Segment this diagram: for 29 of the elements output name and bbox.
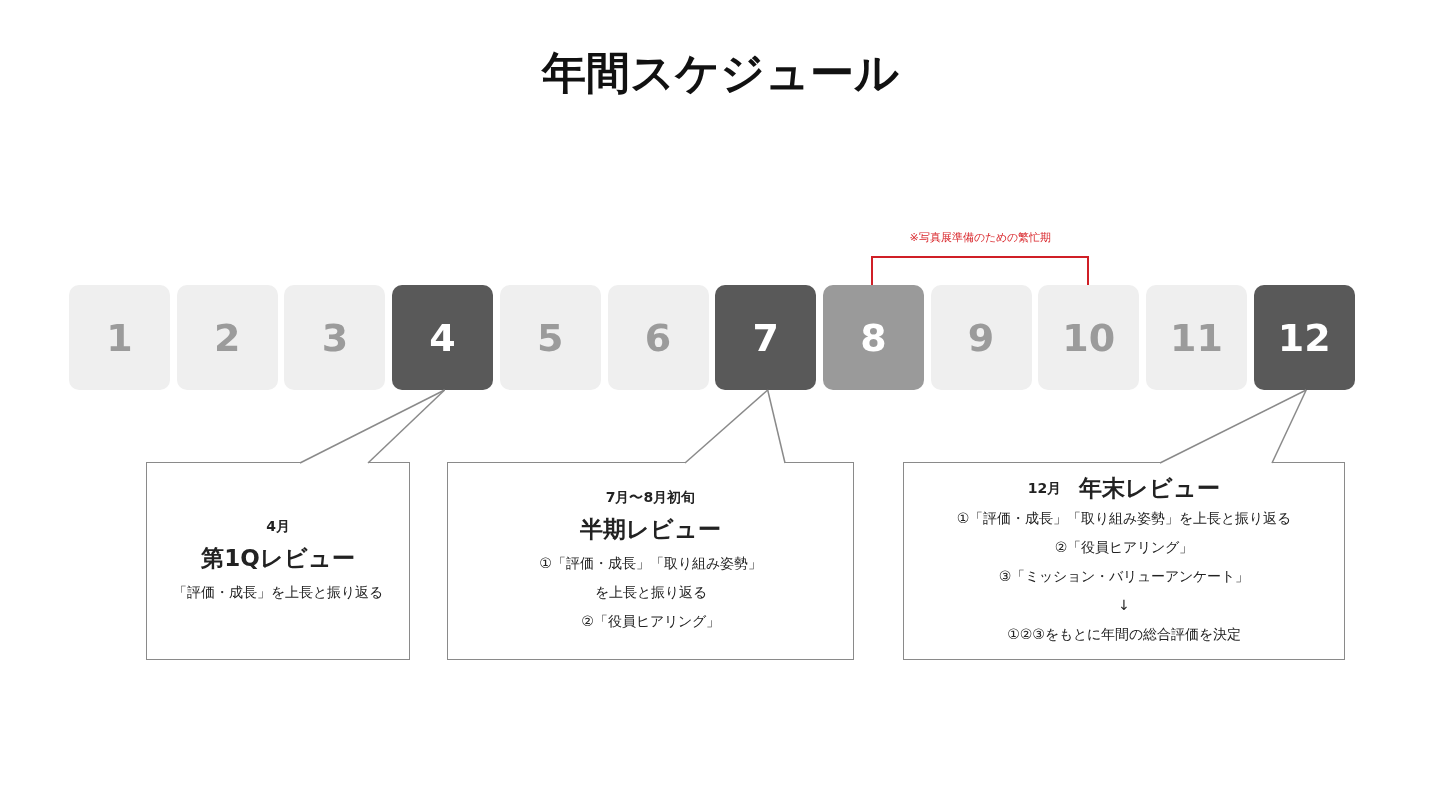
review-heading: 第1Qレビュー (201, 544, 355, 573)
review-item: ①②③をもとに年間の総合評価を決定 (1007, 625, 1241, 644)
period-label: 4月 (266, 518, 290, 536)
review-item: ②「役員ヒアリング」 (1054, 538, 1194, 557)
review-heading: 年末レビュー (1079, 474, 1221, 503)
review-heading: 半期レビュー (580, 515, 721, 544)
period-label: 12月 (1027, 479, 1062, 498)
period-label: 7月〜8月初旬 (605, 489, 696, 507)
review-item: 「評価・成長」を上長と振り返る (173, 583, 383, 602)
review-item: ①「評価・成長」「取り組み姿勢」を上長と振り返る (538, 554, 763, 602)
month-tile: 3 (284, 285, 386, 390)
month-tile: 1 (69, 285, 170, 390)
month-tile: 5 (499, 285, 601, 390)
note-text: ※写真展準備のための繁忙期 (909, 230, 1051, 245)
review-item: ②「役員ヒアリング」 (581, 612, 720, 631)
month-tile: 11 (1146, 285, 1247, 390)
review-item: ①「評価・成長」「取り組み姿勢」を上長と振り返る (956, 509, 1292, 528)
page-title: 年間スケジュール (540, 46, 900, 100)
month-tile: 12 (1253, 285, 1355, 390)
month-tile: 4 (392, 285, 494, 390)
month-tile: 8 (822, 285, 924, 390)
review-item: ③「ミッション・バリューアンケート」 (998, 567, 1250, 586)
month-tile: 2 (176, 285, 278, 390)
month-tile: 6 (607, 285, 709, 390)
review-item: ↓ (1118, 596, 1130, 615)
month-tile: 10 (1038, 285, 1140, 390)
callout-pointer (1159, 389, 1307, 464)
month-tile: 7 (715, 285, 817, 390)
month-tile: 9 (930, 285, 1032, 390)
